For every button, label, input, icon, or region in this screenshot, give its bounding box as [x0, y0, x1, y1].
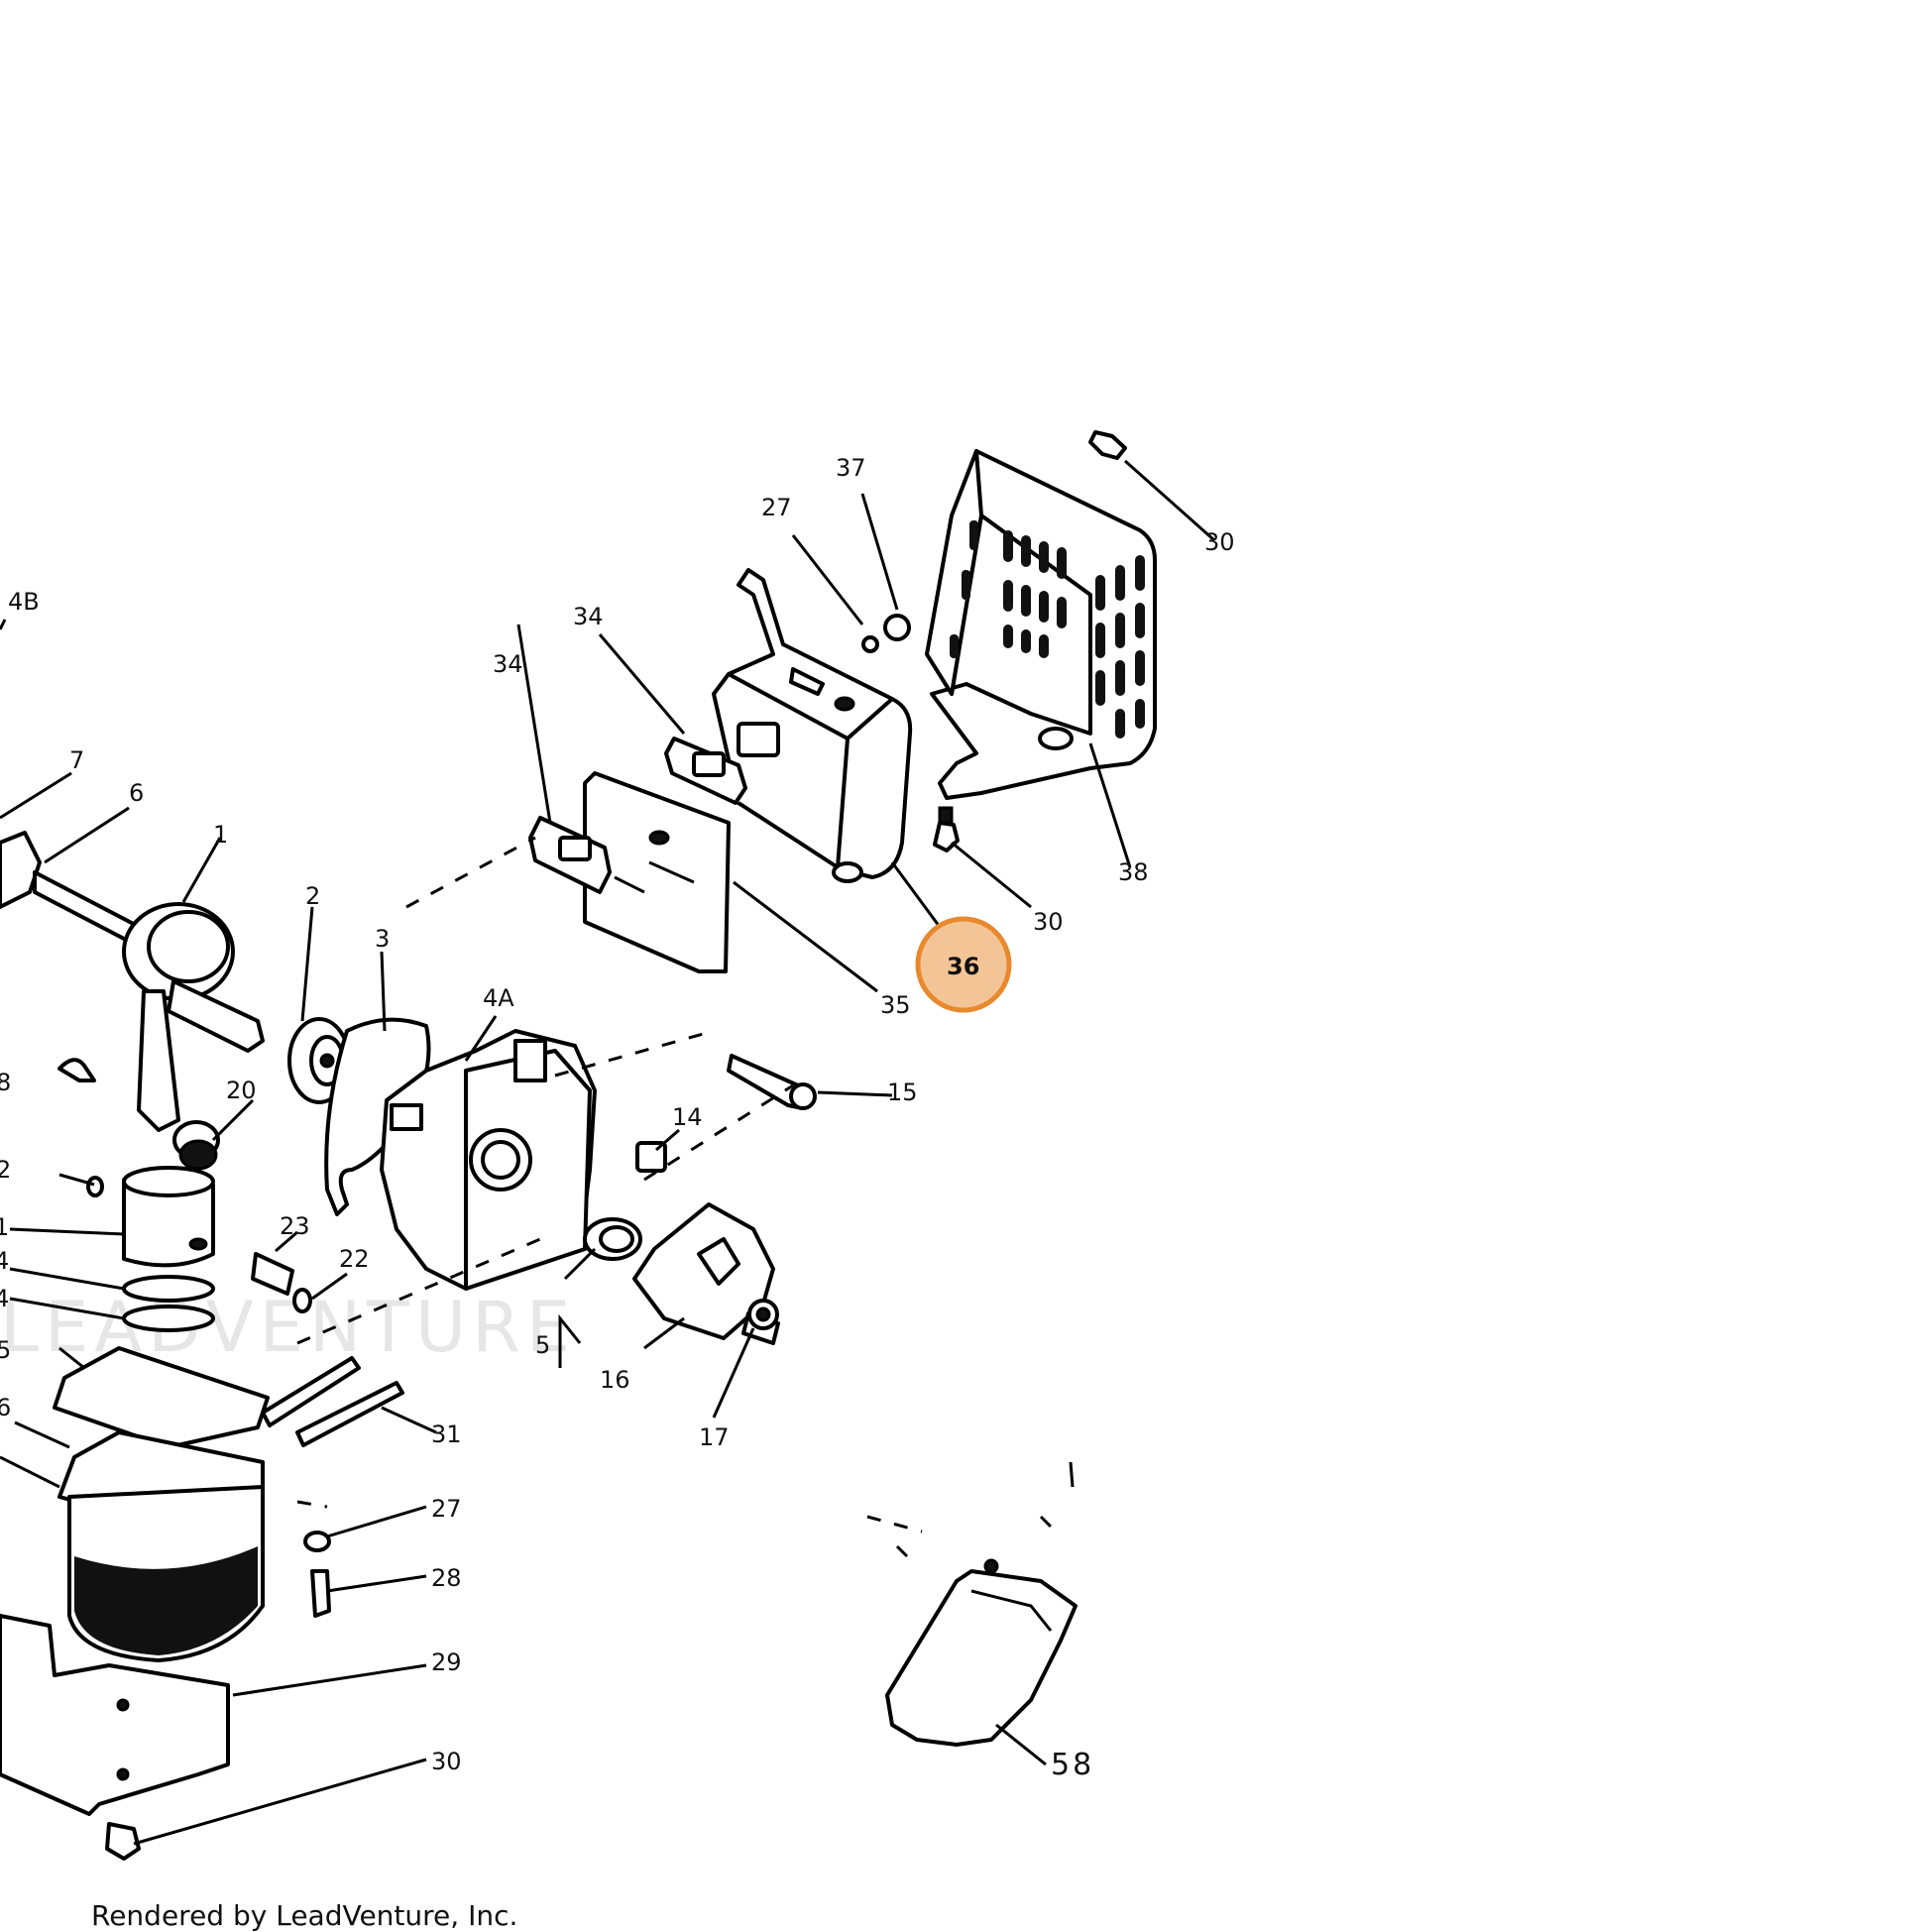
callout-36[interactable]: 36 — [947, 953, 979, 980]
callout-38[interactable]: 38 — [1118, 858, 1149, 886]
callout-34-front[interactable]: 34 — [493, 650, 523, 678]
part-58 — [866, 1461, 1078, 1747]
callout-edge-4b[interactable]: 4 — [0, 1285, 9, 1312]
callout-27-top[interactable]: 27 — [761, 494, 792, 521]
callout-34-rear[interactable]: 34 — [573, 603, 604, 630]
callout-edge-1[interactable]: 1 — [0, 1213, 9, 1241]
callout-30-bottom[interactable]: 30 — [431, 1748, 462, 1775]
callout-16[interactable]: 16 — [600, 1366, 630, 1394]
callout-2[interactable]: 2 — [305, 882, 320, 910]
callout-22[interactable]: 22 — [339, 1245, 370, 1273]
heat-shield — [925, 449, 1157, 800]
callout-4a[interactable]: 4A — [483, 984, 514, 1012]
gasket-front — [528, 816, 612, 894]
callout-edge-2[interactable]: 2 — [0, 1156, 11, 1184]
callout-30-top[interactable]: 30 — [1204, 528, 1235, 556]
crankshaft — [0, 831, 265, 1160]
crankcase-gasket — [324, 1017, 431, 1216]
muffler — [712, 568, 913, 883]
callout-1[interactable]: 1 — [213, 821, 228, 849]
callout-7[interactable]: 7 — [69, 746, 84, 774]
gasket-rear — [664, 737, 747, 805]
callout-37[interactable]: 37 — [836, 454, 866, 482]
callout-20[interactable]: 20 — [226, 1077, 257, 1104]
callout-23[interactable]: 23 — [280, 1212, 310, 1240]
callout-35[interactable]: 35 — [880, 991, 911, 1019]
callout-15[interactable]: 15 — [887, 1079, 918, 1106]
callout-14[interactable]: 14 — [672, 1103, 703, 1131]
callout-6[interactable]: 6 — [129, 779, 144, 807]
callout-edge-4a[interactable]: 4 — [0, 1247, 9, 1275]
callout-29[interactable]: 29 — [431, 1648, 462, 1676]
render-credit: Rendered by LeadVenture, Inc. — [91, 1899, 518, 1932]
callout-5[interactable]: 5 — [535, 1331, 550, 1359]
piston — [57, 1058, 312, 1332]
callout-labels: 4B 7 6 1 2 3 4A 34 34 27 37 30 38 30 36 … — [0, 454, 1235, 1782]
callout-4b[interactable]: 4B — [8, 588, 40, 616]
alignment-lines — [296, 836, 794, 1509]
muffler-plate — [583, 771, 731, 973]
callout-edge-8[interactable]: 8 — [0, 1069, 11, 1096]
highlight-marker[interactable] — [915, 916, 1012, 1013]
studs-and-bolts — [261, 1356, 404, 1618]
callout-31[interactable]: 31 — [431, 1421, 462, 1448]
callout-58[interactable]: 58 — [1051, 1748, 1094, 1782]
callout-28[interactable]: 28 — [431, 1564, 462, 1592]
leader-lines — [0, 459, 1215, 1846]
callout-edge-6[interactable]: 6 — [0, 1394, 11, 1421]
callout-27-bottom[interactable]: 27 — [431, 1495, 462, 1523]
leadventure-watermark: LEADVENTURE — [0, 1287, 577, 1368]
callout-17[interactable]: 17 — [699, 1423, 730, 1451]
clutch-parts — [583, 1054, 817, 1345]
callout-edge-5[interactable]: 5 — [0, 1336, 11, 1364]
callout-30-mid[interactable]: 30 — [1033, 908, 1064, 936]
crankcase — [380, 1029, 597, 1291]
callout-3[interactable]: 3 — [375, 925, 390, 953]
cylinder — [0, 1346, 270, 1861]
